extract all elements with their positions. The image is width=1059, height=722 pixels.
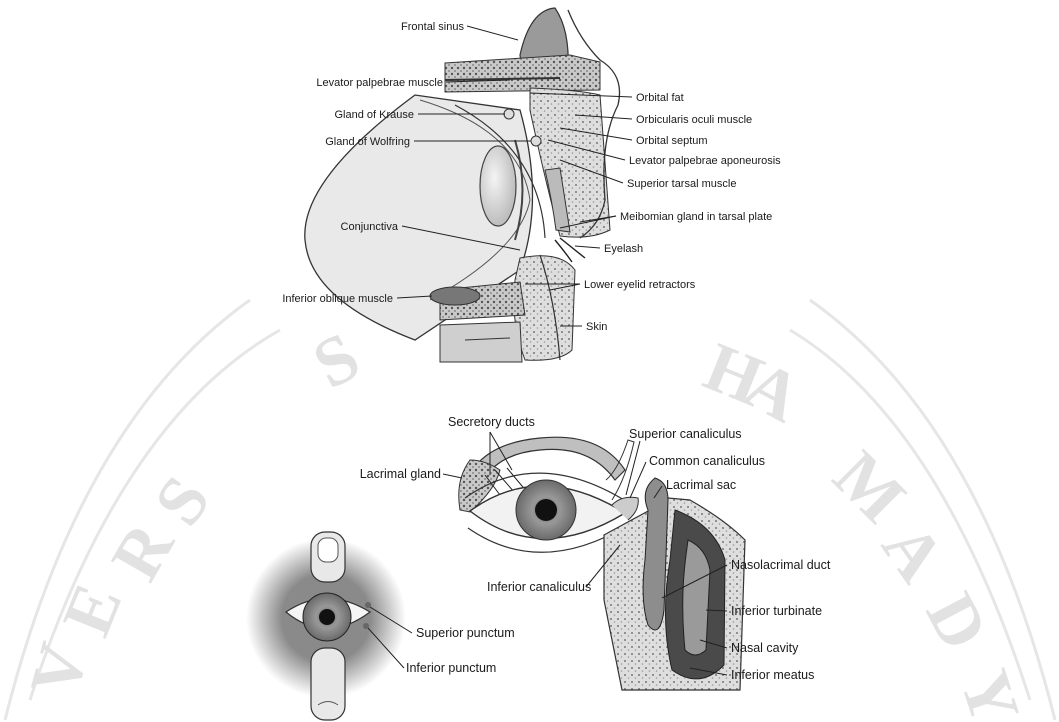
label-frontal-sinus: Frontal sinus xyxy=(401,21,464,33)
label-gland-of-wolfring: Gland of Wolfring xyxy=(325,136,410,148)
watermark-letter: E xyxy=(48,574,137,646)
label-lacrimal-sac: Lacrimal sac xyxy=(666,478,736,492)
label-levator-palpebrae-muscle: Levator palpebrae muscle xyxy=(316,77,443,89)
watermark-letter: Y xyxy=(945,661,1034,722)
label-inferior-punctum: Inferior punctum xyxy=(406,661,496,675)
label-nasolacrimal-duct: Nasolacrimal duct xyxy=(731,558,831,572)
label-eyelash: Eyelash xyxy=(604,243,643,255)
label-inferior-meatus: Inferior meatus xyxy=(731,668,814,682)
label-lacrimal-gland: Lacrimal gland xyxy=(360,467,441,481)
label-inferior-turbinate: Inferior turbinate xyxy=(731,604,822,618)
label-secretory-ducts: Secretory ducts xyxy=(448,415,535,429)
label-orbicularis-oculi-muscle: Orbicularis oculi muscle xyxy=(636,114,752,126)
watermark-letter: M xyxy=(819,437,920,538)
watermark-letter: A xyxy=(867,510,959,596)
label-conjunctiva: Conjunctiva xyxy=(341,221,399,233)
label-common-canaliculus: Common canaliculus xyxy=(649,454,765,468)
watermark-letter: R xyxy=(97,509,190,593)
watermark-letter: S xyxy=(140,463,225,539)
watermark-letter: S xyxy=(301,318,372,404)
label-inferior-canaliculus: Inferior canaliculus xyxy=(487,580,591,594)
label-lower-eyelid-retractors: Lower eyelid retractors xyxy=(584,279,696,291)
label-superior-canaliculus: Superior canaliculus xyxy=(629,427,742,441)
label-skin: Skin xyxy=(586,321,607,333)
watermark-letter: D xyxy=(911,581,1003,662)
label-meibomian-gland: Meibomian gland in tarsal plate xyxy=(620,211,772,223)
label-inferior-oblique-muscle: Inferior oblique muscle xyxy=(282,293,393,305)
eyelid-cross-section-illustration xyxy=(305,8,620,362)
label-levator-palpebrae-aponeurosis: Levator palpebrae aponeurosis xyxy=(629,155,781,167)
watermark-letter: V xyxy=(16,635,103,704)
label-nasal-cavity: Nasal cavity xyxy=(731,641,799,655)
label-gland-of-krause: Gland of Krause xyxy=(335,109,415,121)
label-superior-tarsal-muscle: Superior tarsal muscle xyxy=(627,178,736,190)
label-orbital-septum: Orbital septum xyxy=(636,135,708,147)
label-superior-punctum: Superior punctum xyxy=(416,626,515,640)
label-orbital-fat: Orbital fat xyxy=(636,92,684,104)
